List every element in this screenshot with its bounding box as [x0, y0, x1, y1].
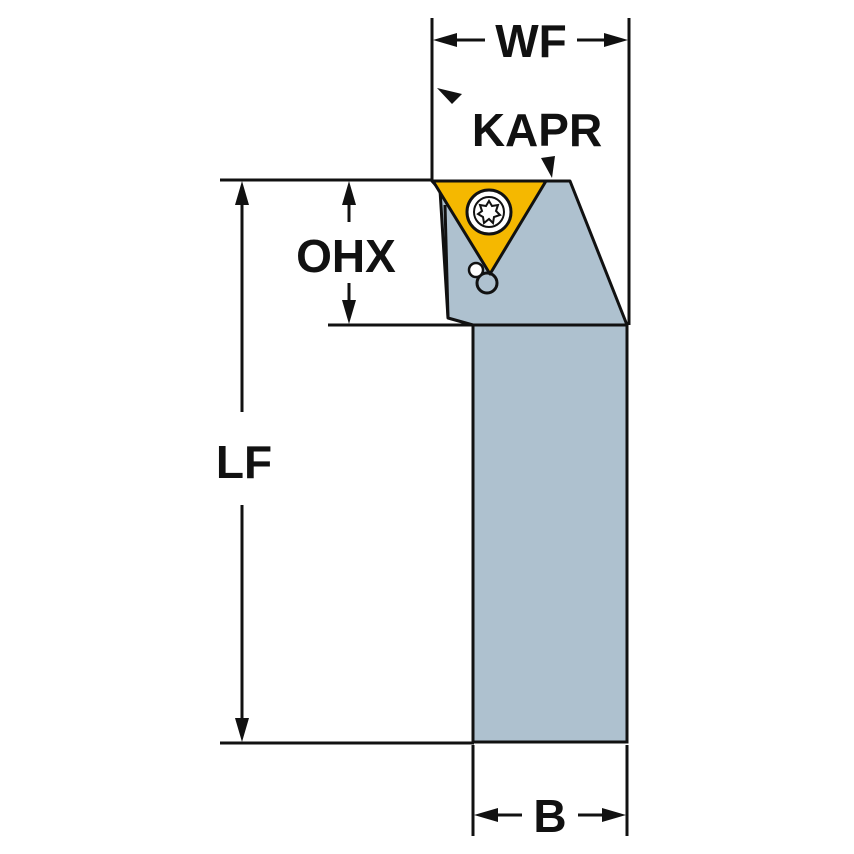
wf-arrow-left: [433, 33, 457, 47]
clamp-pin-inner: [467, 261, 485, 279]
wf-label: WF: [495, 15, 567, 67]
lf-label: LF: [216, 436, 272, 488]
lf-arrow-bottom: [235, 718, 249, 742]
b-arrow-right: [602, 808, 626, 822]
head-edge-line: [443, 204, 450, 319]
ohx-label: OHX: [296, 230, 396, 282]
tool-holder-shank: [471, 323, 629, 744]
wf-arrow-right: [604, 33, 628, 47]
ohx-arrow-top: [342, 181, 356, 205]
ohx-arrow-bottom: [342, 300, 356, 324]
clamp-pin: [475, 271, 499, 295]
lf-arrow-top: [235, 181, 249, 205]
b-label: B: [533, 790, 566, 842]
kapr-arrow-bottom: [541, 156, 555, 178]
kapr-arrow-top: [437, 88, 462, 104]
torx-screw-icon: [465, 188, 513, 236]
kapr-label: KAPR: [472, 104, 602, 156]
b-arrow-left: [474, 808, 498, 822]
